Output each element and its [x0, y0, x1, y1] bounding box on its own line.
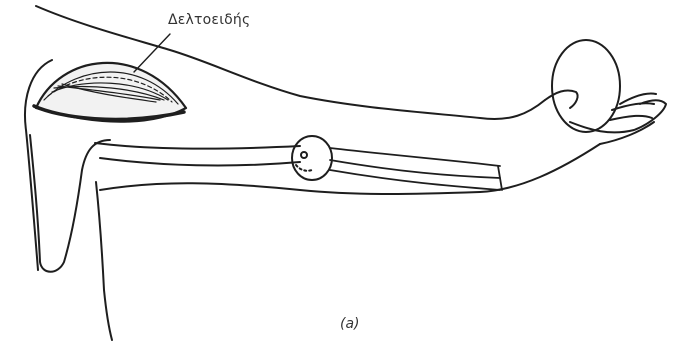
forearm-bones: [330, 148, 502, 190]
ball: [552, 40, 620, 132]
panel-label: (a): [340, 316, 360, 332]
humerus: [95, 143, 300, 165]
label-leader-line: [134, 34, 170, 72]
elbow-joint: [292, 136, 332, 180]
hand: [545, 90, 666, 144]
arm-outline: [25, 6, 600, 340]
deltoid-muscle: [34, 63, 186, 122]
deltoid-label: Δελτοειδής: [168, 12, 250, 28]
